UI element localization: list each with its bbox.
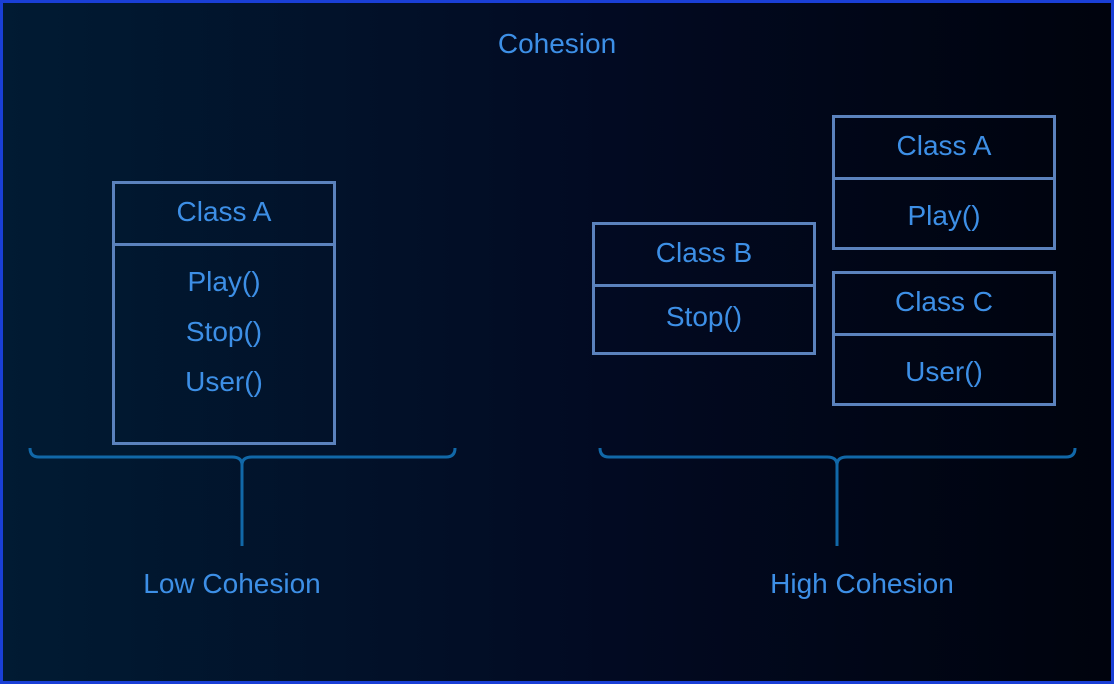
low-cohesion-label: Low Cohesion [143, 568, 321, 599]
low-class-a-method-stop: Stop() [185, 316, 263, 347]
high-class-b-method: Stop() [665, 301, 743, 332]
low-cohesion-brace [28, 447, 457, 546]
high-class-a-box: Class A Play() [832, 115, 1056, 250]
high-class-b-header: Class B [595, 225, 813, 287]
high-class-c-box: Class C User() [832, 271, 1056, 406]
high-cohesion-label: High Cohesion [770, 568, 954, 599]
low-class-a-name: Class A [176, 196, 272, 227]
high-class-a-method: Play() [907, 200, 981, 231]
low-class-a-method-user: User() [185, 366, 263, 397]
high-class-c-name: Class C [894, 286, 993, 317]
high-class-a-name: Class A [896, 130, 992, 161]
high-class-c-header: Class C [835, 274, 1053, 336]
low-class-a-box: Class A Play() Stop() User() [112, 181, 336, 445]
low-class-a-header: Class A [115, 184, 333, 246]
high-class-b-box: Class B Stop() [592, 222, 816, 355]
braces-layer [28, 447, 1077, 546]
high-class-a-header: Class A [835, 118, 1053, 180]
low-class-a-method-play: Play() [187, 266, 261, 297]
high-class-c-method: User() [905, 356, 983, 387]
diagram-title: Cohesion [497, 28, 617, 59]
high-class-b-name: Class B [655, 237, 753, 268]
high-cohesion-brace [598, 447, 1077, 546]
